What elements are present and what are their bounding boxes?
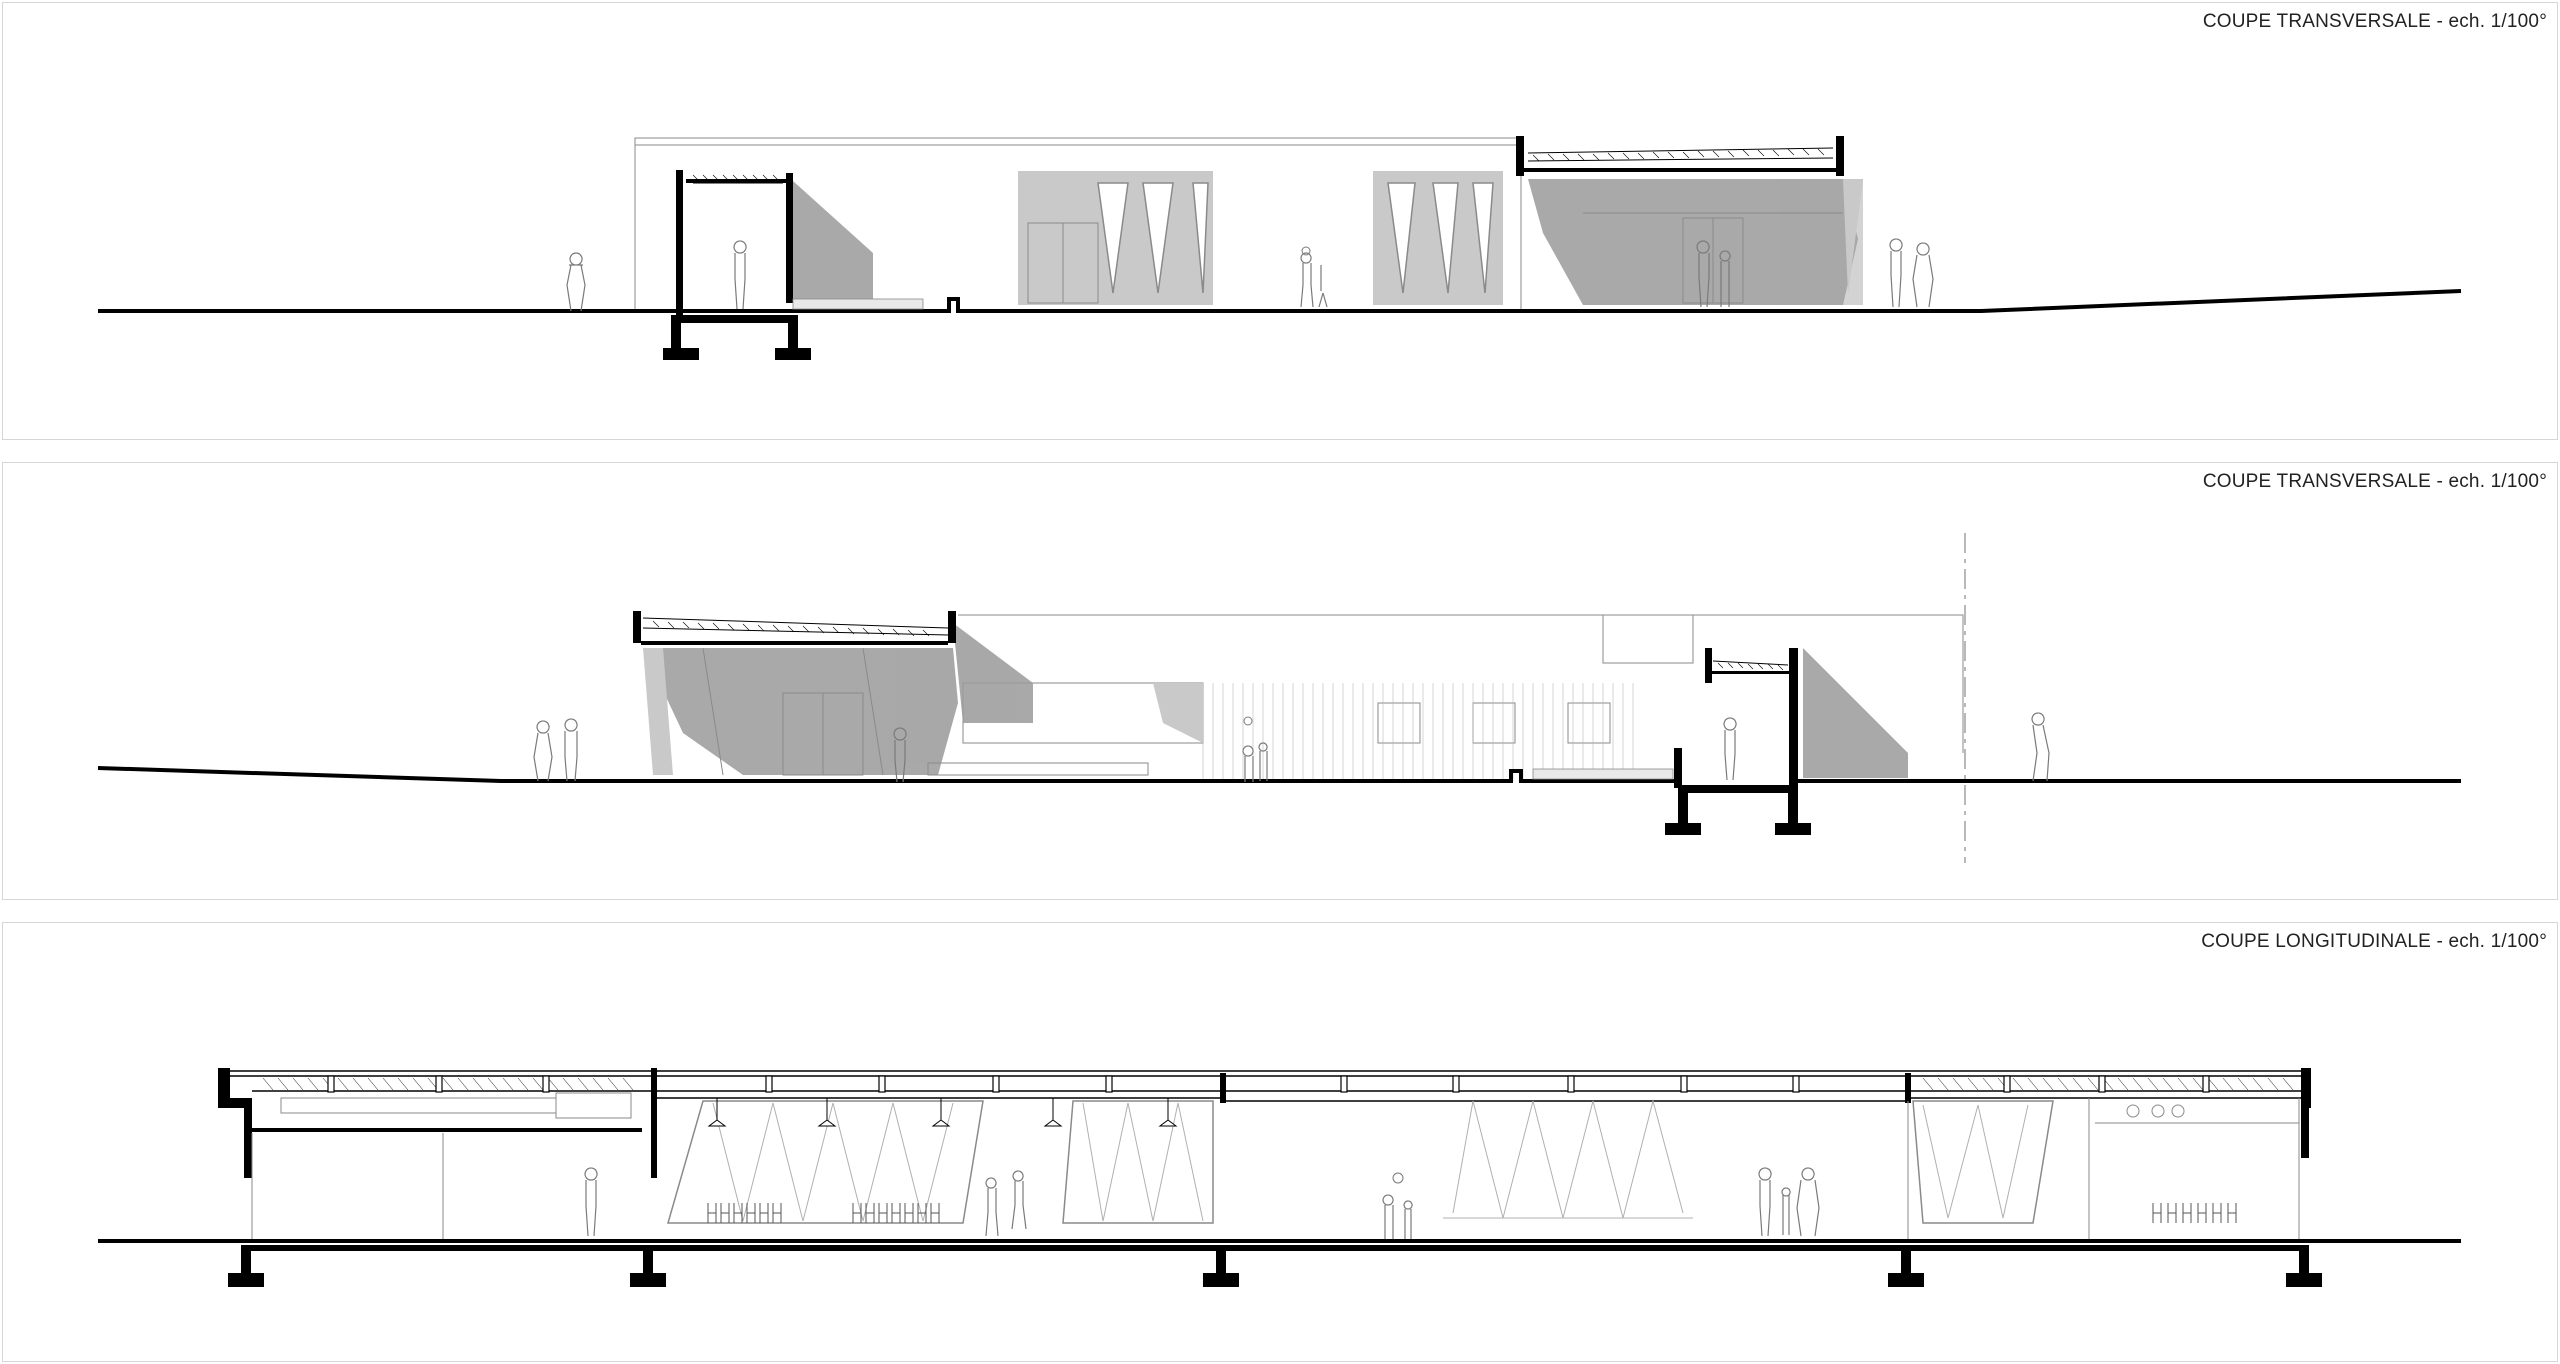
section-drawing-2	[97, 533, 2461, 863]
section-title: COUPE LONGITUDINALE - ech. 1/100°	[2201, 931, 2547, 952]
section-drawing-1	[98, 136, 2462, 360]
section-panel-3: COUPE LONGITUDINALE - ech. 1/100°	[2, 922, 2558, 1362]
section-panel-2: COUPE TRANSVERSALE - ech. 1/100°	[2, 462, 2558, 900]
section-title: COUPE TRANSVERSALE - ech. 1/100°	[2202, 471, 2547, 492]
section-title: COUPE TRANSVERSALE - ech. 1/100°	[2202, 11, 2547, 32]
section-drawing-3	[98, 1068, 2461, 1287]
section-panel-1: COUPE TRANSVERSALE - ech. 1/100°	[2, 2, 2558, 440]
